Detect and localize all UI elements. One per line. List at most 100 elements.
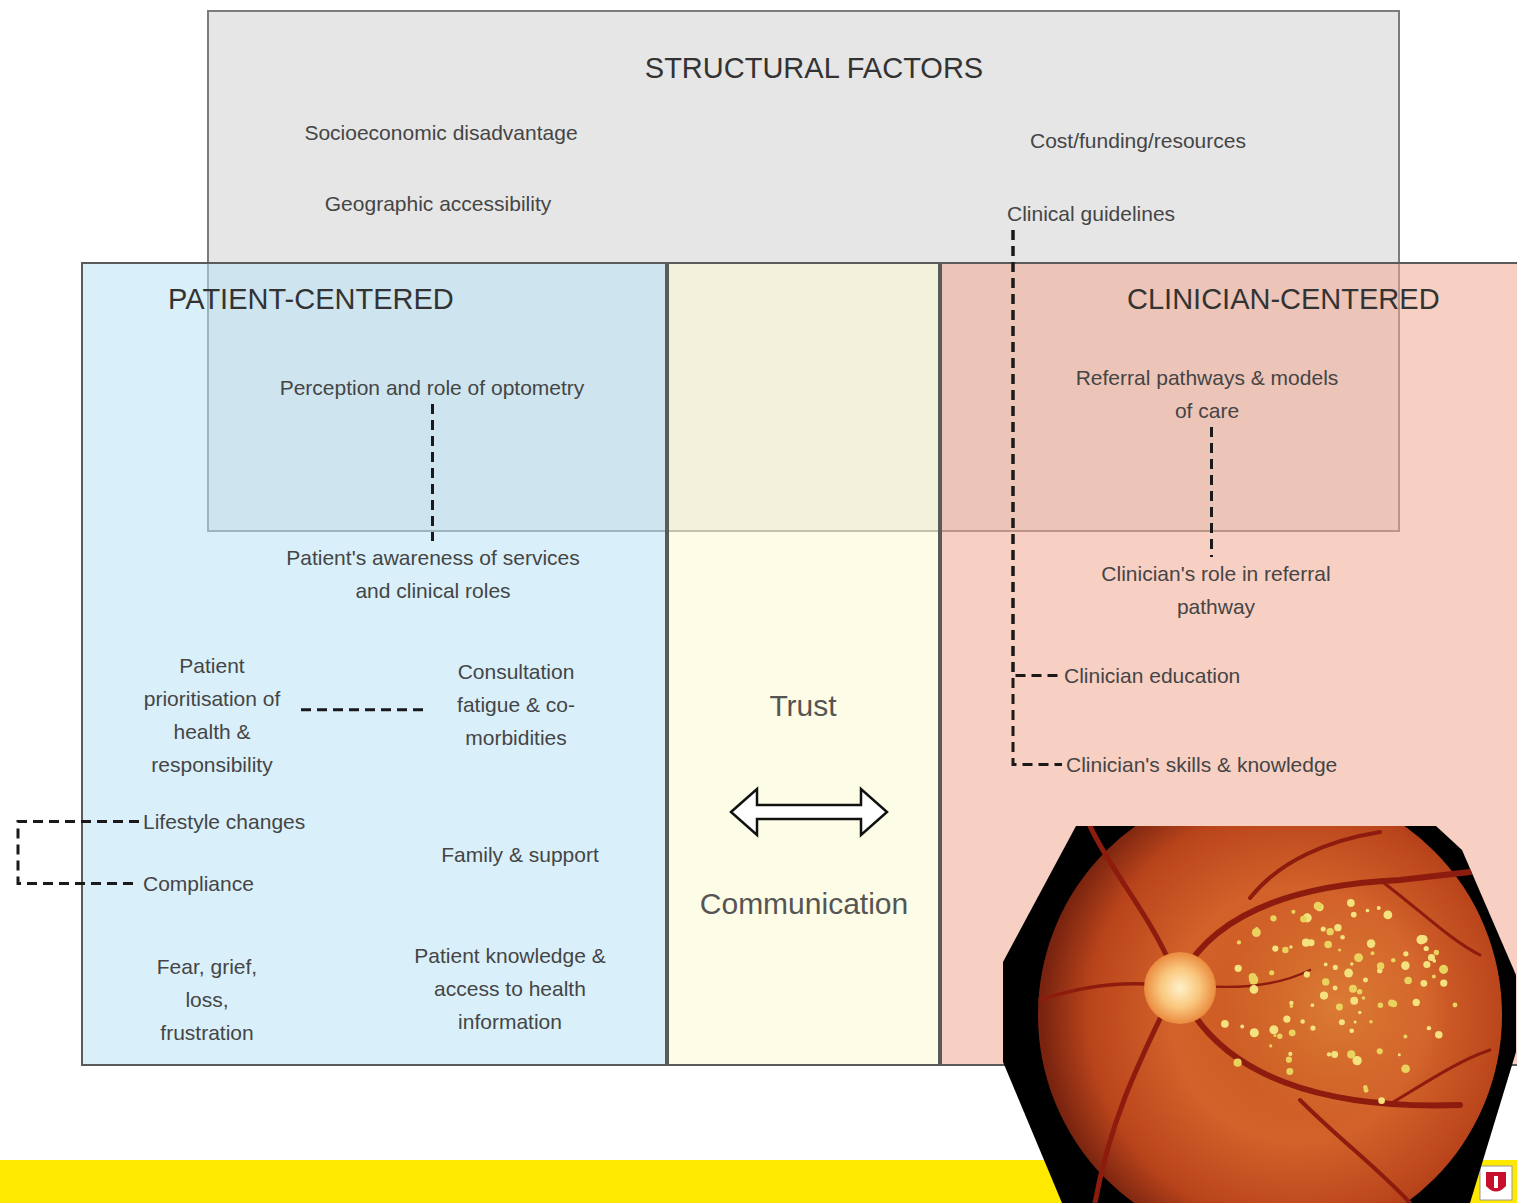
factor-label: Lifestyle changes — [143, 810, 305, 833]
drusen-dot — [1311, 1003, 1315, 1007]
drusen-dot — [1419, 935, 1428, 944]
drusen-dot — [1338, 948, 1341, 951]
drusen-dot — [1314, 905, 1317, 908]
factor-item: Compliance — [139, 867, 258, 900]
factor-label: Clinical guidelines — [1007, 202, 1175, 225]
panel-heading: CLINICIAN-CENTERED — [1127, 283, 1440, 315]
factor-item: Clinician's role in referral pathway — [1062, 557, 1370, 623]
retinal-vessel — [1095, 1002, 1168, 1203]
retinal-vessel — [1300, 1100, 1410, 1203]
drusen-dot — [1432, 959, 1436, 963]
drusen-dot — [1269, 1044, 1272, 1047]
drusen-dot — [1391, 958, 1396, 963]
drusen-dot — [1286, 1068, 1293, 1075]
factor-item: Clinical guidelines — [1003, 197, 1179, 230]
drusen-dot — [1249, 975, 1258, 984]
optic-disc — [1144, 952, 1216, 1024]
retinal-vessel — [1185, 1000, 1460, 1105]
factor-item: Geographic accessibility — [321, 187, 555, 220]
drusen-dot — [1235, 965, 1242, 972]
drusen-dot — [1324, 963, 1328, 967]
text-slot: Trust — [769, 688, 836, 724]
drusen-dot — [1331, 1051, 1338, 1058]
factor-item: Socioeconomic disadvantage — [300, 116, 581, 149]
drusen-dot — [1388, 999, 1395, 1006]
drusen-dot — [1333, 986, 1338, 991]
drusen-dot — [1439, 965, 1448, 974]
drusen-dot — [1350, 997, 1358, 1005]
factor-item: Patient knowledge & access to health inf… — [386, 939, 634, 1038]
drusen-dot — [1302, 939, 1310, 947]
drusen-dot — [1282, 947, 1288, 953]
factor-panel: PATIENT-CENTERED Perception and role of o… — [81, 262, 667, 1066]
drusen-dot — [1327, 1052, 1331, 1056]
panel-heading: PATIENT-CENTERED — [168, 283, 454, 315]
factor-label: Family & support — [441, 843, 599, 866]
drusen-dot — [1351, 912, 1357, 918]
factor-item: Perception and role of optometry — [276, 371, 589, 404]
drusen-dot — [1249, 973, 1257, 981]
drusen-dot — [1237, 940, 1241, 944]
text-slot: PATIENT-CENTERED — [168, 281, 454, 317]
dashed-link — [431, 404, 434, 541]
drusen-dot — [1383, 910, 1392, 919]
drusen-dot — [1310, 1025, 1315, 1030]
drusen-dot — [1357, 989, 1362, 994]
double-arrow-symbol — [731, 789, 887, 835]
factor-label: Referral pathways & models of care — [1076, 366, 1339, 422]
retinal-vessel — [1090, 826, 1172, 968]
factor-item: Patient's awareness of services and clin… — [269, 541, 597, 607]
factor-label: Compliance — [143, 872, 254, 895]
drusen-dot — [1336, 1003, 1343, 1010]
drusen-dot — [1290, 1005, 1293, 1008]
drusen-dot — [1286, 1057, 1292, 1063]
drusen-dot — [1250, 1028, 1259, 1037]
drusen-dot — [1344, 969, 1353, 978]
drusen-dot — [1401, 1064, 1410, 1073]
panel-heading: STRUCTURAL FACTORS — [645, 52, 983, 84]
retinal-vessel — [1182, 872, 1470, 975]
factor-label: Patient prioritisation of health & respo… — [144, 654, 281, 776]
drusen-dot — [1362, 996, 1365, 999]
drusen-dot — [1377, 962, 1384, 969]
drusen-dot — [1234, 1059, 1242, 1067]
drusen-dot — [1434, 950, 1439, 955]
drusen-dot — [1428, 954, 1435, 961]
factor-item: Clinician education — [1060, 659, 1244, 692]
drusen-dot — [1378, 1097, 1385, 1104]
drusen-dot — [1291, 910, 1295, 914]
drusen-dot — [1364, 1088, 1369, 1093]
factor-label: Perception and role of optometry — [280, 376, 585, 399]
text-slot: CLINICIAN-CENTERED — [1127, 281, 1440, 317]
factor-label: Clinician's skills & knowledge — [1066, 753, 1337, 776]
drusen-dot — [1326, 928, 1333, 935]
theme-label: Trust — [769, 689, 836, 722]
drusen-dot — [1377, 968, 1382, 973]
text-slot: Communication — [700, 886, 908, 922]
logo-mark — [1494, 1176, 1498, 1188]
text-slot: STRUCTURAL FACTORS — [645, 50, 983, 86]
logo-frame — [1480, 1166, 1512, 1200]
drusen-dot — [1334, 924, 1341, 931]
drusen-dot — [1277, 1034, 1282, 1039]
factor-label: Consultation fatigue & co-morbidities — [457, 660, 575, 749]
drusen-dot — [1416, 935, 1425, 944]
drusen-dot — [1432, 974, 1436, 978]
drusen-dot — [1390, 1000, 1397, 1007]
drusen-dot — [1420, 980, 1427, 987]
drusen-dot — [1403, 951, 1408, 956]
drusen-dot — [1347, 1050, 1355, 1058]
drusen-dot — [1352, 1056, 1361, 1065]
macula — [1220, 890, 1450, 1120]
retinal-vessel — [1380, 880, 1480, 955]
drusen-dot — [1371, 951, 1375, 955]
factor-item: Fear, grief, loss, frustration — [133, 950, 281, 1049]
drusen-dot — [1314, 902, 1322, 910]
drusen-dot — [1378, 1003, 1384, 1009]
footer-bar — [0, 1160, 1517, 1203]
retinal-vessel — [1190, 970, 1310, 987]
factor-label: Socioeconomic disadvantage — [304, 121, 577, 144]
factor-label: Clinician education — [1064, 664, 1240, 687]
drusen-dot — [1427, 1026, 1431, 1030]
